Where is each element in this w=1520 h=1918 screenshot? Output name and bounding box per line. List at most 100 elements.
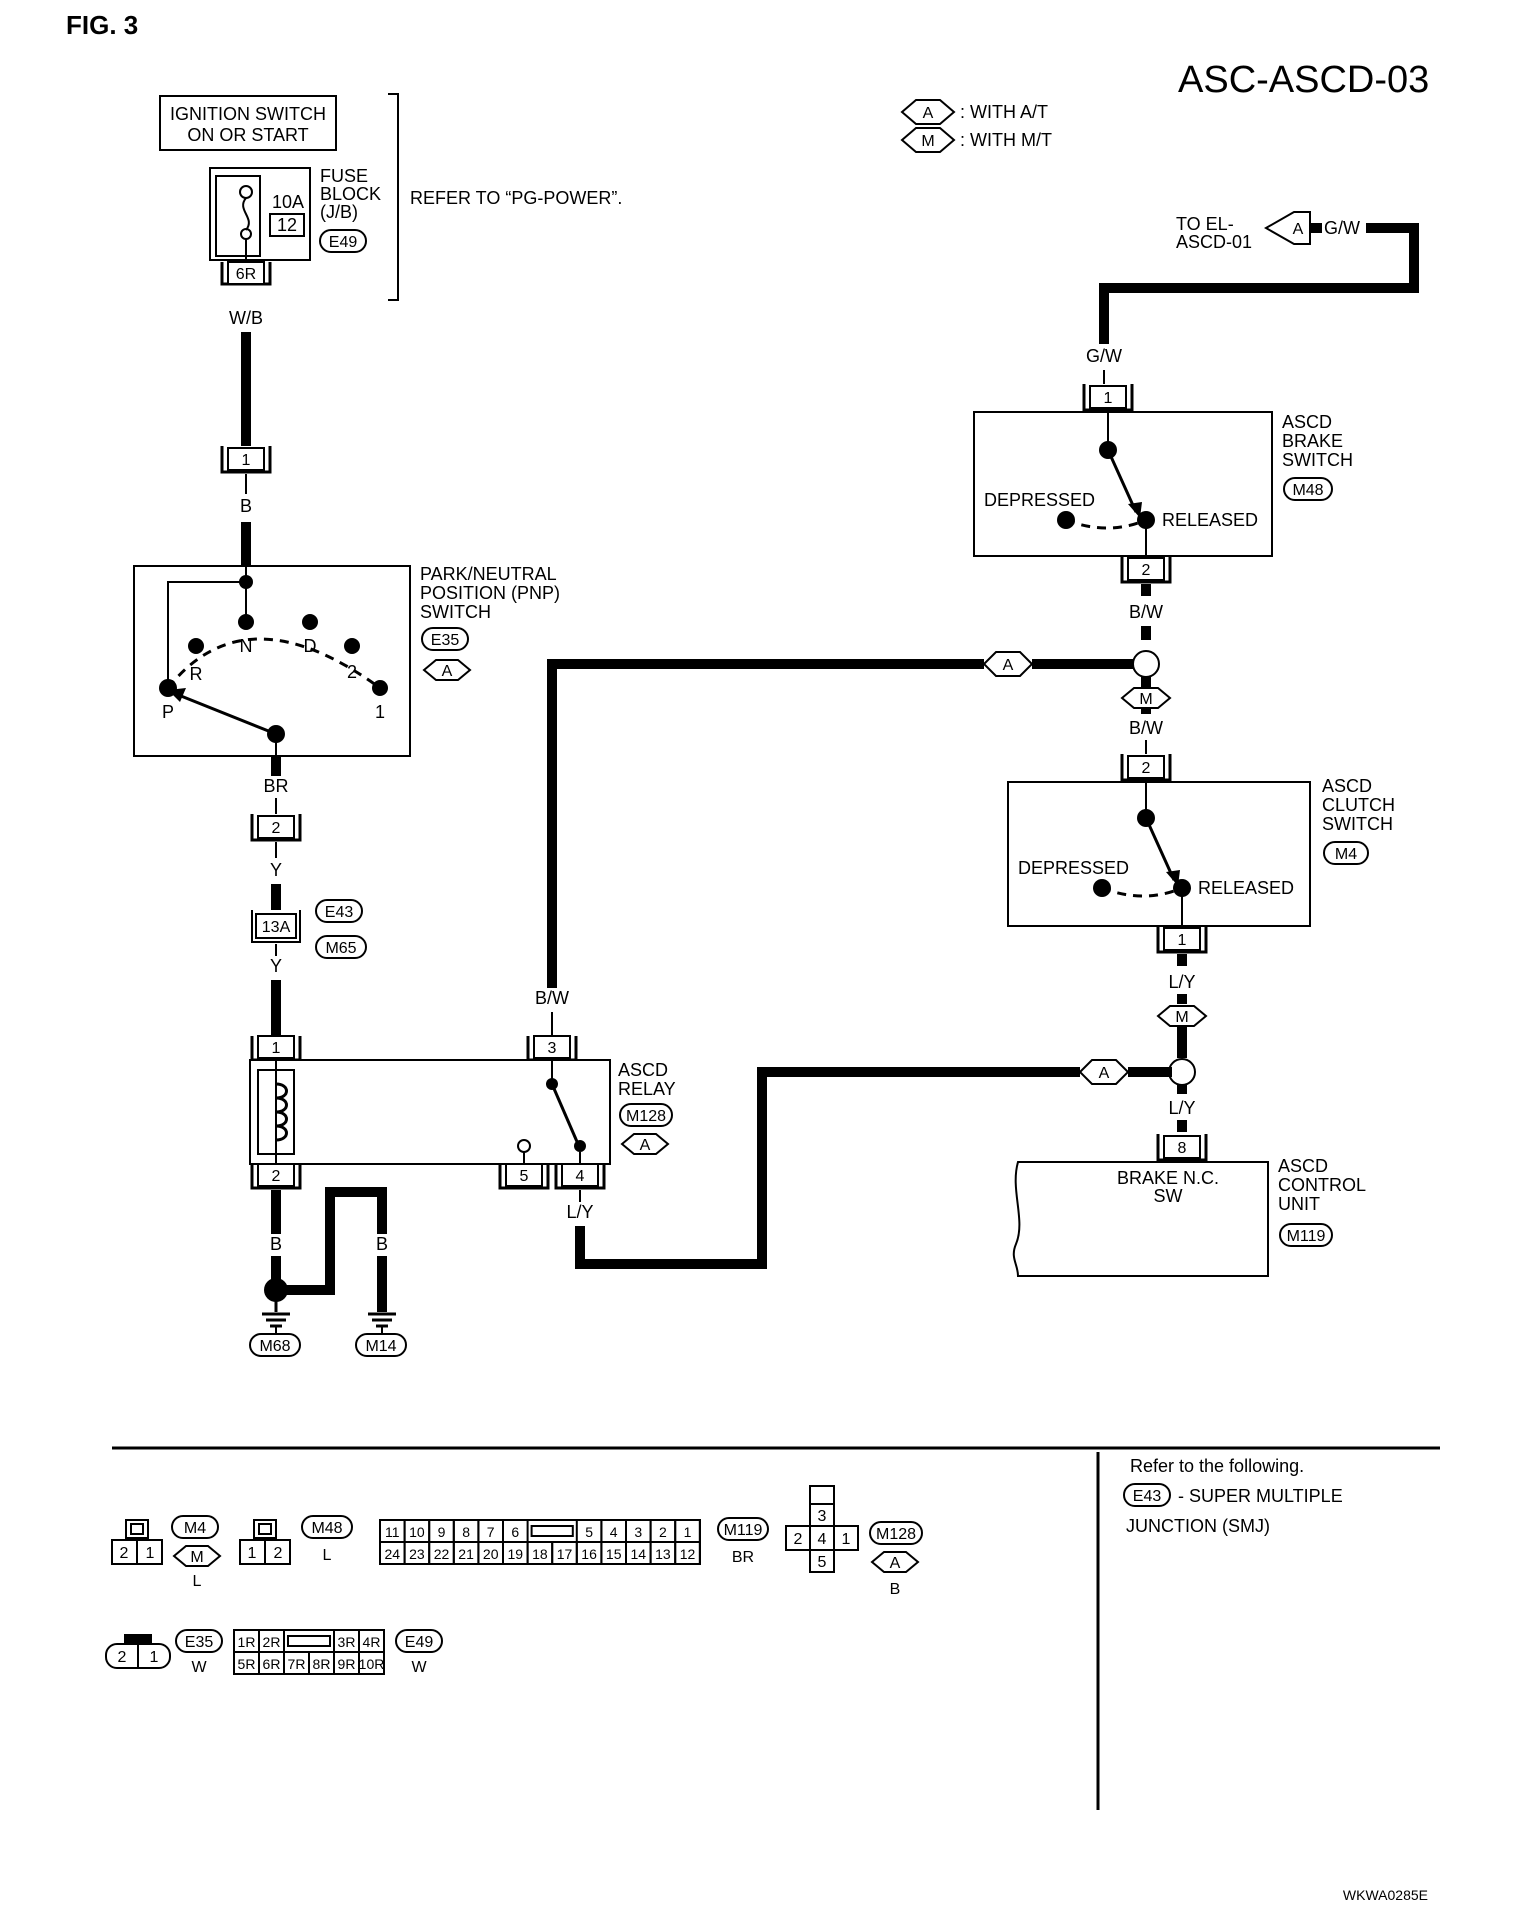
legend-m-symbol: M — [921, 133, 934, 150]
ground1-label: M68 — [259, 1338, 290, 1355]
pnp-connector-badge — [421, 627, 469, 651]
m119-bottom-pin: 18 — [532, 1546, 548, 1562]
m119-bottom-pin: 17 — [557, 1546, 573, 1562]
e49-bottom-pin-cell — [358, 1651, 385, 1675]
ground-wire-label-b2: B — [324, 1234, 336, 1254]
pnp-arm-arrowhead — [168, 688, 186, 702]
clutch-wire-label-ly: L/Y — [1168, 972, 1195, 992]
brake-name-line3: SWITCH — [1282, 450, 1353, 470]
m119-bottom-pin: 16 — [581, 1546, 597, 1562]
m4-color: L — [193, 1573, 202, 1590]
splice-upper — [1132, 650, 1160, 678]
pnp-out-terminal-box — [257, 815, 295, 839]
m48-pin-a: 1 — [248, 1545, 257, 1562]
legend: A : WITH A/T M : WITH M/T — [900, 99, 1052, 153]
wire-ly-relay — [575, 1067, 1080, 1269]
brake-wire-label-gw: G/W — [1086, 346, 1122, 366]
relay-terminal-3: 3 — [548, 1040, 557, 1057]
m48-pin-b: 2 — [274, 1545, 283, 1562]
m48-id: M48 — [311, 1520, 342, 1537]
unit-input-line1: BRAKE N.C. — [1117, 1168, 1219, 1188]
junction-connector2: M65 — [325, 940, 356, 957]
diagram-id: ASC-ASCD-03 — [1178, 59, 1429, 101]
m119-top-pin: 1 — [684, 1524, 692, 1540]
relay-coil-icon — [275, 1082, 288, 1142]
clutch-connector: M4 — [1335, 846, 1357, 863]
wire-label-wb: W/B — [229, 308, 263, 328]
legend-a-symbol: A — [923, 105, 934, 122]
pnp-label-p: P — [162, 702, 174, 722]
m119-top-pin: 11 — [385, 1524, 400, 1540]
branch-a-lower-label: A — [1099, 1065, 1110, 1082]
to-el-arrow-label: A — [1293, 221, 1304, 238]
pnp-connector: E35 — [431, 632, 460, 649]
m119-top-pin: 10 — [409, 1524, 425, 1540]
clutch-name-line3: SWITCH — [1322, 814, 1393, 834]
brake-t1-box — [1089, 385, 1127, 409]
m4-pin-b: 1 — [146, 1545, 155, 1562]
m119-top-pin: 2 — [659, 1524, 667, 1540]
brake-wire-label-bw: B/W — [1129, 602, 1163, 622]
branch-m-upper-hexagon — [1120, 687, 1172, 709]
unit-name-line2: CONTROL — [1278, 1175, 1366, 1195]
m119-bottom-pin: 12 — [680, 1546, 696, 1562]
fuse-terminal-box — [227, 261, 265, 285]
junction-connector1-badge — [315, 899, 363, 923]
ground-2-icon — [368, 1312, 396, 1334]
clutch-terminal-2: 2 — [1142, 760, 1151, 777]
m4-pin-a: 2 — [120, 1545, 129, 1562]
e49-bottom-pin: 8R — [313, 1656, 331, 1672]
reference-line2: JUNCTION (SMJ) — [1126, 1516, 1270, 1536]
m128-color: B — [890, 1581, 901, 1598]
e49-top-pin: 4R — [363, 1634, 381, 1650]
m119-top-pin: 5 — [585, 1524, 593, 1540]
pnp-selector-arc — [166, 637, 381, 690]
brake-arm-arrowhead — [1128, 502, 1142, 518]
ascd-brake-switch: 1 DEPRESSED RELEASED 2 ASCD BRAKE SWITCH… — [973, 384, 1353, 584]
pnp-pos-2 — [344, 638, 360, 654]
clutch-switch-box — [1007, 781, 1311, 927]
fuse-block-line3: (J/B) — [320, 202, 358, 222]
m4-variant: M — [190, 1549, 203, 1566]
branch-m-upper-label: M — [1139, 691, 1152, 708]
clutch-name-line2: CLUTCH — [1322, 795, 1395, 815]
m4-id: M4 — [184, 1520, 206, 1537]
splice-lower — [1168, 1058, 1196, 1086]
e49-bottom-pin: 6R — [263, 1656, 281, 1672]
e49-bottom-pin: 7R — [288, 1656, 306, 1672]
m128-pin-1: 1 — [842, 1531, 851, 1548]
ascd-clutch-switch: 2 DEPRESSED RELEASED 1 ASCD CLUTCH SWITC… — [1007, 754, 1395, 954]
brake-terminal-2: 2 — [1142, 562, 1151, 579]
relay-terminal-5: 5 — [520, 1168, 529, 1185]
m119-bottom-pin-cell — [674, 1541, 701, 1565]
m119-bottom-pin: 15 — [606, 1546, 622, 1562]
legend-a-text: : WITH A/T — [960, 102, 1048, 122]
pnp-out-terminal: 2 — [272, 820, 281, 837]
m119-top-pin: 9 — [438, 1524, 446, 1540]
e49-key — [287, 1635, 331, 1647]
relay-variant-hexagon — [620, 1133, 670, 1155]
pnp-name-line2: POSITION (PNP) — [420, 583, 560, 603]
relay-name-line2: RELAY — [618, 1079, 676, 1099]
pnp-pos-d — [302, 614, 318, 630]
m119-bottom-pin: 13 — [655, 1546, 671, 1562]
ground1-badge — [249, 1333, 301, 1357]
unit-input-line2: SW — [1154, 1186, 1183, 1206]
m119-top-pin: 8 — [462, 1524, 470, 1540]
unit-name-line3: UNIT — [1278, 1194, 1320, 1214]
ignition-line1: IGNITION SWITCH — [170, 104, 326, 124]
connector-m48: 1 2 M48 L — [239, 1515, 353, 1565]
pnp-variant-hexagon — [422, 659, 472, 681]
pnp-switch-box — [133, 565, 411, 757]
fuse-block-connector: E49 — [329, 234, 358, 251]
junction-terminal: 13A — [262, 919, 291, 936]
connector-e35: 2 1 E35 W — [105, 1629, 223, 1676]
branch-m-lower-label: M — [1175, 1009, 1188, 1026]
ground-wire-label-b1: B — [270, 1234, 282, 1254]
relay-terminal-4: 4 — [576, 1168, 585, 1185]
connector-m4: 2 1 M4 M L — [111, 1515, 222, 1590]
clutch-depressed-contact — [1093, 879, 1111, 897]
relay-terminal-2: 2 — [272, 1168, 281, 1185]
ground-bridge-wire — [276, 1187, 387, 1295]
